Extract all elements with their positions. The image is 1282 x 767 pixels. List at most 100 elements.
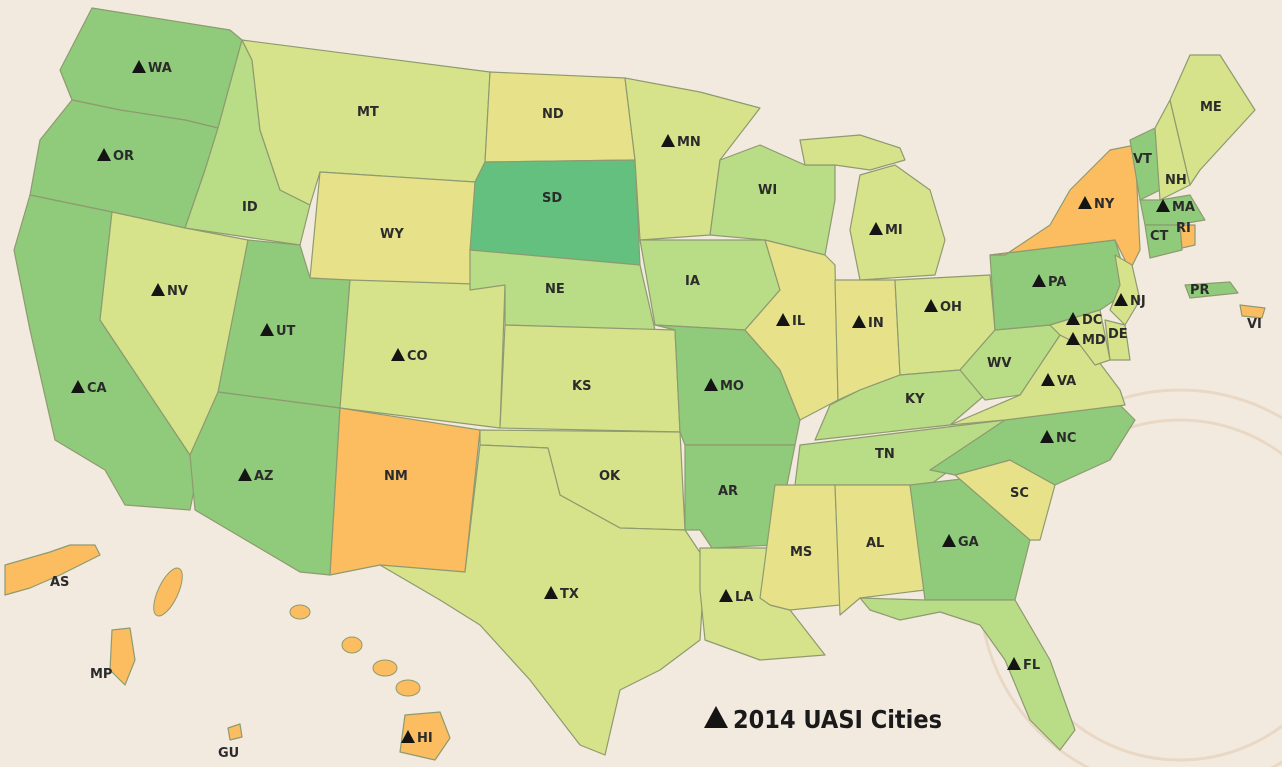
state-label-nj: NJ xyxy=(1130,294,1146,309)
state-hi[interactable] xyxy=(399,711,451,761)
uasi-marker-fl xyxy=(1007,657,1021,670)
state-vi[interactable] xyxy=(1239,304,1266,319)
state-wi[interactable] xyxy=(709,144,836,256)
state-label-al: AL xyxy=(866,536,884,551)
state-label-wa: WA xyxy=(148,61,172,76)
state-as[interactable] xyxy=(4,544,101,596)
uasi-marker-tx xyxy=(544,586,558,599)
state-label-md: MD xyxy=(1082,333,1106,348)
uasi-marker-mn xyxy=(661,134,675,147)
state-label-ga: GA xyxy=(958,535,979,550)
legend-label: 2014 UASI Cities xyxy=(733,705,942,734)
state-label-ne: NE xyxy=(545,282,565,297)
state-md[interactable] xyxy=(1049,309,1111,366)
uasi-marker-hi xyxy=(401,730,415,743)
uasi-marker-md xyxy=(1066,332,1080,345)
state-label-mp: MP xyxy=(90,667,112,682)
state-fl[interactable] xyxy=(859,597,1076,751)
uasi-marker-mo xyxy=(704,378,718,391)
state-label-tx: TX xyxy=(560,587,579,602)
legend: 2014 UASI Cities xyxy=(704,705,942,734)
state-label-dc: DC xyxy=(1082,313,1102,328)
state-label-nm: NM xyxy=(384,469,408,484)
uasi-marker-or xyxy=(97,148,111,161)
state-label-ct: CT xyxy=(1150,229,1169,244)
state-label-wy: WY xyxy=(380,227,404,242)
state-label-ky: KY xyxy=(905,392,925,407)
state-label-va: VA xyxy=(1057,374,1076,389)
uasi-marker-pa xyxy=(1032,274,1046,287)
state-label-wi: WI xyxy=(758,183,777,198)
state-label-me: ME xyxy=(1200,100,1222,115)
state-tx[interactable] xyxy=(379,444,706,756)
state-label-oh: OH xyxy=(940,300,962,315)
state-label-ms: MS xyxy=(790,545,812,560)
state-label-mi: MI xyxy=(885,223,903,238)
uasi-marker-nc xyxy=(1040,430,1054,443)
state-label-nc: NC xyxy=(1056,431,1076,446)
state-mi-lower[interactable] xyxy=(849,164,946,281)
state-label-fl: FL xyxy=(1023,658,1040,673)
state-label-co: CO xyxy=(407,349,428,364)
uasi-marker-co xyxy=(391,348,405,361)
state-label-vt: VT xyxy=(1133,152,1152,167)
uasi-marker-mi xyxy=(869,222,883,235)
state-label-or: OR xyxy=(113,149,134,164)
state-sd[interactable] xyxy=(469,159,641,266)
uasi-marker-oh xyxy=(924,299,938,312)
uasi-marker-nv xyxy=(151,283,165,296)
state-label-ut: UT xyxy=(276,324,296,339)
state-label-ia: IA xyxy=(685,274,700,289)
state-label-pa: PA xyxy=(1048,275,1066,290)
state-label-in: IN xyxy=(868,316,884,331)
hawaii-islands-icon xyxy=(153,567,421,697)
state-label-wv: WV xyxy=(987,356,1011,371)
triangle-marker-icon xyxy=(704,706,728,728)
state-ri[interactable] xyxy=(1179,224,1196,249)
state-mp[interactable] xyxy=(109,627,136,686)
state-label-ca: CA xyxy=(87,381,107,396)
state-label-gu: GU xyxy=(218,746,239,761)
state-pr[interactable] xyxy=(1184,281,1239,299)
state-label-vi: VI xyxy=(1247,317,1262,332)
state-label-as: AS xyxy=(50,575,69,590)
state-ct[interactable] xyxy=(1144,224,1183,259)
uasi-marker-ca xyxy=(71,380,85,393)
state-label-id: ID xyxy=(242,200,258,215)
uasi-marker-nj xyxy=(1114,293,1128,306)
state-il[interactable] xyxy=(744,239,839,421)
state-label-de: DE xyxy=(1108,327,1128,342)
uasi-marker-il xyxy=(776,313,790,326)
state-label-az: AZ xyxy=(254,469,274,484)
uasi-marker-dc xyxy=(1066,312,1080,325)
uasi-marker-va xyxy=(1041,373,1055,386)
state-label-ks: KS xyxy=(572,379,591,394)
state-gu[interactable] xyxy=(227,723,243,741)
uasi-marker-ny xyxy=(1078,196,1092,209)
state-label-mo: MO xyxy=(720,379,744,394)
state-label-tn: TN xyxy=(875,447,895,462)
state-al[interactable] xyxy=(834,484,926,616)
uasi-marker-ut xyxy=(260,323,274,336)
state-label-il: IL xyxy=(792,314,805,329)
uasi-marker-wa xyxy=(132,60,146,73)
state-label-sd: SD xyxy=(542,191,562,206)
state-de[interactable] xyxy=(1104,319,1131,361)
state-label-sc: SC xyxy=(1010,486,1029,501)
state-label-nv: NV xyxy=(167,284,188,299)
state-label-pr: PR xyxy=(1190,283,1210,298)
state-label-ny: NY xyxy=(1094,197,1115,212)
uasi-marker-la xyxy=(719,589,733,602)
state-mi[interactable] xyxy=(799,134,906,171)
state-label-ar: AR xyxy=(718,484,738,499)
state-nm[interactable] xyxy=(329,407,481,576)
uasi-marker-az xyxy=(238,468,252,481)
state-ny[interactable] xyxy=(989,144,1141,271)
state-label-ok: OK xyxy=(599,469,621,484)
state-label-mn: MN xyxy=(677,135,701,150)
state-me[interactable] xyxy=(1169,54,1256,186)
state-label-ri: RI xyxy=(1176,221,1191,236)
state-label-nh: NH xyxy=(1165,173,1187,188)
